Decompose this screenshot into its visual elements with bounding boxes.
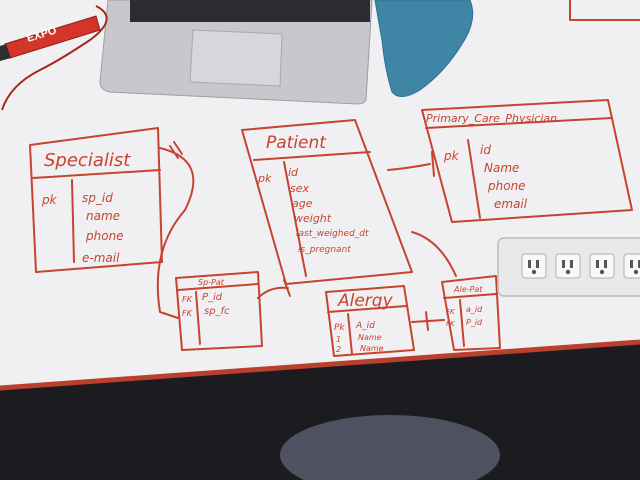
- outlet-socket: [555, 253, 581, 279]
- entity-allergy: Alergy Pk 1 2 A_id Name Name: [325, 285, 415, 357]
- marker-cord: [1, 5, 108, 111]
- crowfoot-mark: [283, 279, 291, 297]
- entity-allergy-key: Pk: [334, 323, 345, 333]
- sp-pat-to-patient-line: [257, 286, 289, 299]
- entity-specialist-field: name: [86, 209, 120, 223]
- entity-ale-pat-key: FK: [446, 320, 456, 328]
- entity-physician-field: Name: [484, 161, 519, 175]
- entity-physician-field: id: [480, 143, 491, 157]
- entity-sp-pat-field: sp_fc: [204, 306, 230, 317]
- corner-doodle: [569, 0, 640, 21]
- entity-physician-title: Primary_Care_Physician: [426, 112, 557, 125]
- entity-sp-pat: Sp-Pat FK FK P_id sp_fc: [175, 271, 263, 351]
- entity-specialist-key: pk: [41, 193, 58, 207]
- entity-physician-key: pk: [443, 149, 460, 163]
- entity-patient-field: id: [288, 166, 299, 179]
- entity-sp-pat-title: Sp-Pat: [198, 278, 225, 287]
- entity-sp-pat-key: FK: [182, 295, 193, 304]
- person-knee: [280, 415, 500, 480]
- laptop: [99, 0, 373, 105]
- entity-specialist-field: phone: [85, 229, 124, 243]
- entity-ale-pat-field: P_id: [466, 318, 483, 327]
- entity-allergy-title: Alergy: [337, 291, 394, 311]
- entity-sp-pat-key: FK: [182, 309, 193, 318]
- entity-patient-key: pk: [257, 172, 272, 185]
- entity-allergy-key: 1: [336, 335, 341, 344]
- crowfoot-mark: [169, 141, 183, 159]
- laptop-trackpad: [189, 29, 283, 87]
- entity-specialist-field: sp_id: [82, 191, 113, 205]
- crowfoot-mark: [425, 311, 429, 331]
- entity-ale-pat-field: a_id: [466, 305, 483, 314]
- laptop-keyboard: [130, 0, 370, 22]
- entity-patient: Patient pk id sex age weight last_weighe…: [241, 119, 413, 285]
- entity-ale-pat-title: Ale-Pat: [453, 285, 483, 294]
- outlet-socket: [521, 253, 547, 279]
- power-outlet-strip: [497, 237, 640, 297]
- outlet-socket: [589, 253, 615, 279]
- entity-ale-pat-key: FK: [446, 308, 456, 316]
- entity-patient-field: sex: [290, 182, 309, 195]
- whiteboard-surface: [0, 0, 640, 388]
- entity-physician-field: phone: [487, 179, 526, 193]
- entity-allergy-field: Name: [358, 333, 382, 342]
- specialist-to-sp-pat-line: [156, 147, 195, 319]
- entity-specialist-title: Specialist: [44, 150, 131, 171]
- whiteboard-red-edge: [0, 339, 640, 391]
- entity-physician-field: email: [494, 197, 528, 211]
- entity-specialist: Specialist pk sp_id name phone e-mail: [29, 127, 163, 273]
- entity-allergy-field: Name: [360, 344, 384, 353]
- entity-ale-pat: Ale-Pat FK FK a_id P_id: [441, 275, 501, 351]
- patient-to-physician-line: [387, 163, 431, 171]
- entity-allergy-field: A_id: [355, 321, 375, 331]
- entity-allergy-key: 2: [336, 345, 341, 354]
- entity-patient-field: last_weighed_dt: [296, 229, 369, 239]
- relationship-lines: [156, 141, 457, 331]
- entity-patient-field: age: [292, 197, 313, 210]
- outlet-socket: [623, 253, 640, 279]
- crowfoot-mark: [431, 151, 435, 177]
- entity-patient-title: Patient: [266, 133, 327, 153]
- blue-cloth: [374, 0, 474, 97]
- patient-to-ale-pat-line: [411, 231, 457, 277]
- entity-patient-field: weight: [294, 212, 332, 225]
- entity-sp-pat-field: P_id: [202, 292, 223, 303]
- entity-specialist-field: e-mail: [82, 251, 120, 265]
- entity-patient-field: is_pregnant: [298, 245, 351, 255]
- entity-primary-care-physician: Primary_Care_Physician pk id Name phone …: [421, 99, 633, 223]
